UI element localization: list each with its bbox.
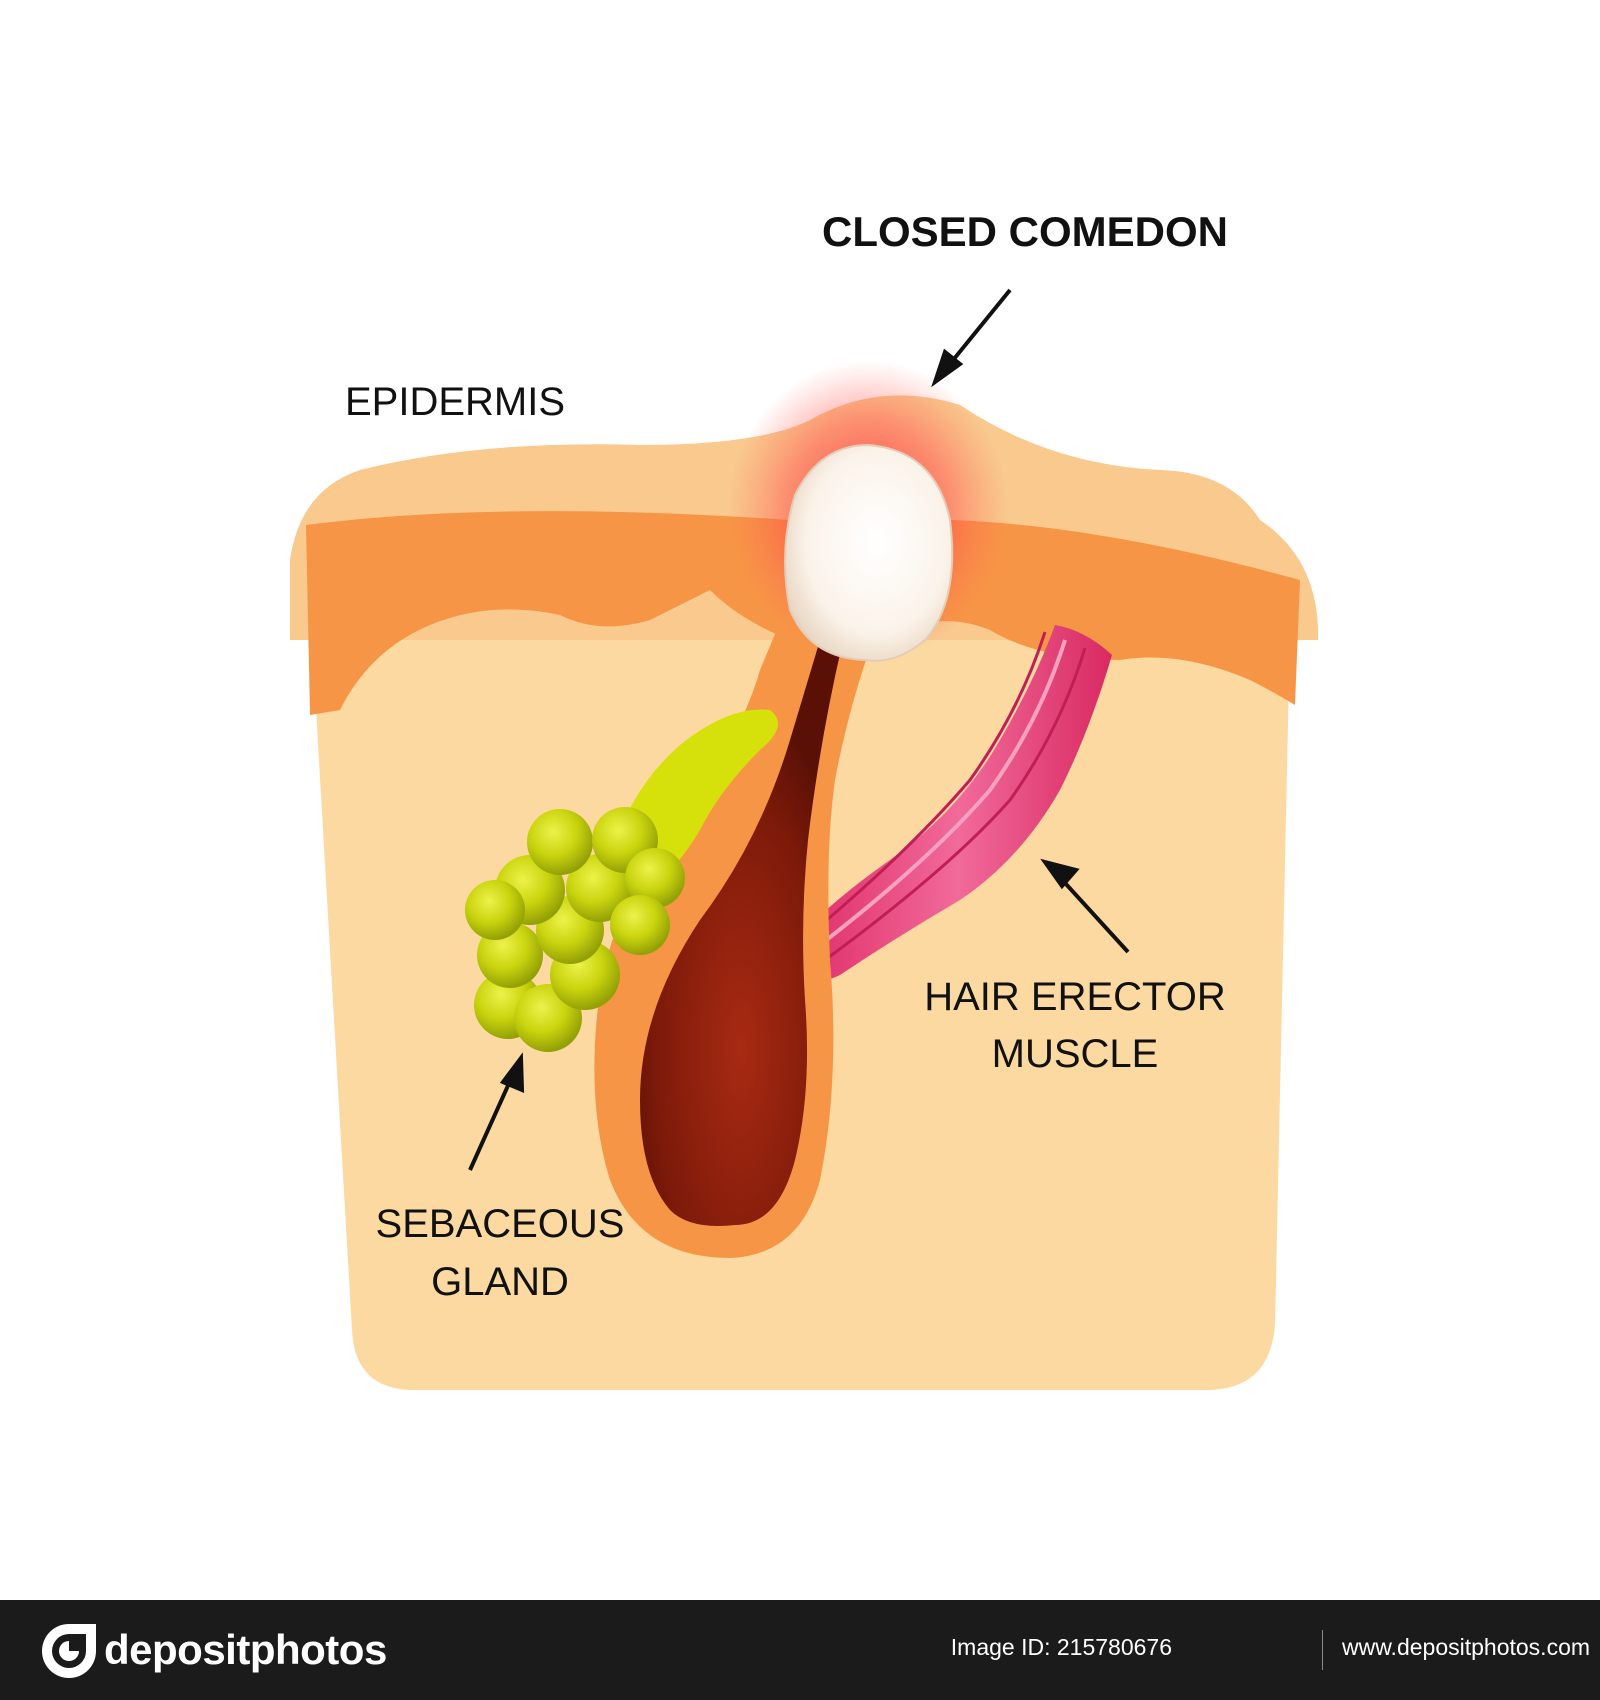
image-id-value: 215780676	[1056, 1634, 1172, 1660]
arrow-sebaceous-gland	[468, 1052, 525, 1171]
depositphotos-logo-icon	[42, 1624, 96, 1678]
footer-divider	[1322, 1630, 1323, 1670]
hair-shaft	[640, 640, 842, 1226]
label-epidermis: EPIDERMIS	[344, 380, 566, 424]
arrow-hair-erector-muscle	[1040, 858, 1130, 954]
watermark-footer: depositphotos Image ID: 215780676 www.de…	[0, 1600, 1600, 1700]
sebaceous-lobule	[527, 809, 593, 875]
closed-comedon	[784, 443, 954, 662]
sebaceous-lobule	[625, 848, 685, 908]
arrow-closed-comedon	[931, 288, 1012, 388]
label-hair-erector-line2: MUSCLE	[991, 1032, 1159, 1076]
label-sebaceous-line1: SEBACEOUS	[375, 1202, 625, 1246]
logo-text: depositphotos	[104, 1626, 387, 1673]
skin-cross-section-illustration	[290, 288, 1319, 1390]
diagram-canvas: CLOSED COMEDON EPIDERMIS HAIR ERECTOR MU…	[290, 208, 1319, 1390]
sebaceous-lobule	[465, 880, 525, 940]
label-sebaceous-line2: GLAND	[431, 1260, 569, 1304]
sebaceous-duct	[619, 709, 778, 880]
sebaceous-lobule	[610, 895, 670, 955]
image-id-label: Image ID:	[950, 1634, 1051, 1660]
label-closed-comedon: CLOSED COMEDON	[821, 208, 1228, 255]
image-id: Image ID: 215780676	[951, 1634, 1172, 1661]
site-url: www.depositphotos.com	[1342, 1634, 1591, 1660]
label-hair-erector-line1: HAIR ERECTOR	[924, 975, 1226, 1019]
sebaceous-gland	[465, 807, 685, 1052]
